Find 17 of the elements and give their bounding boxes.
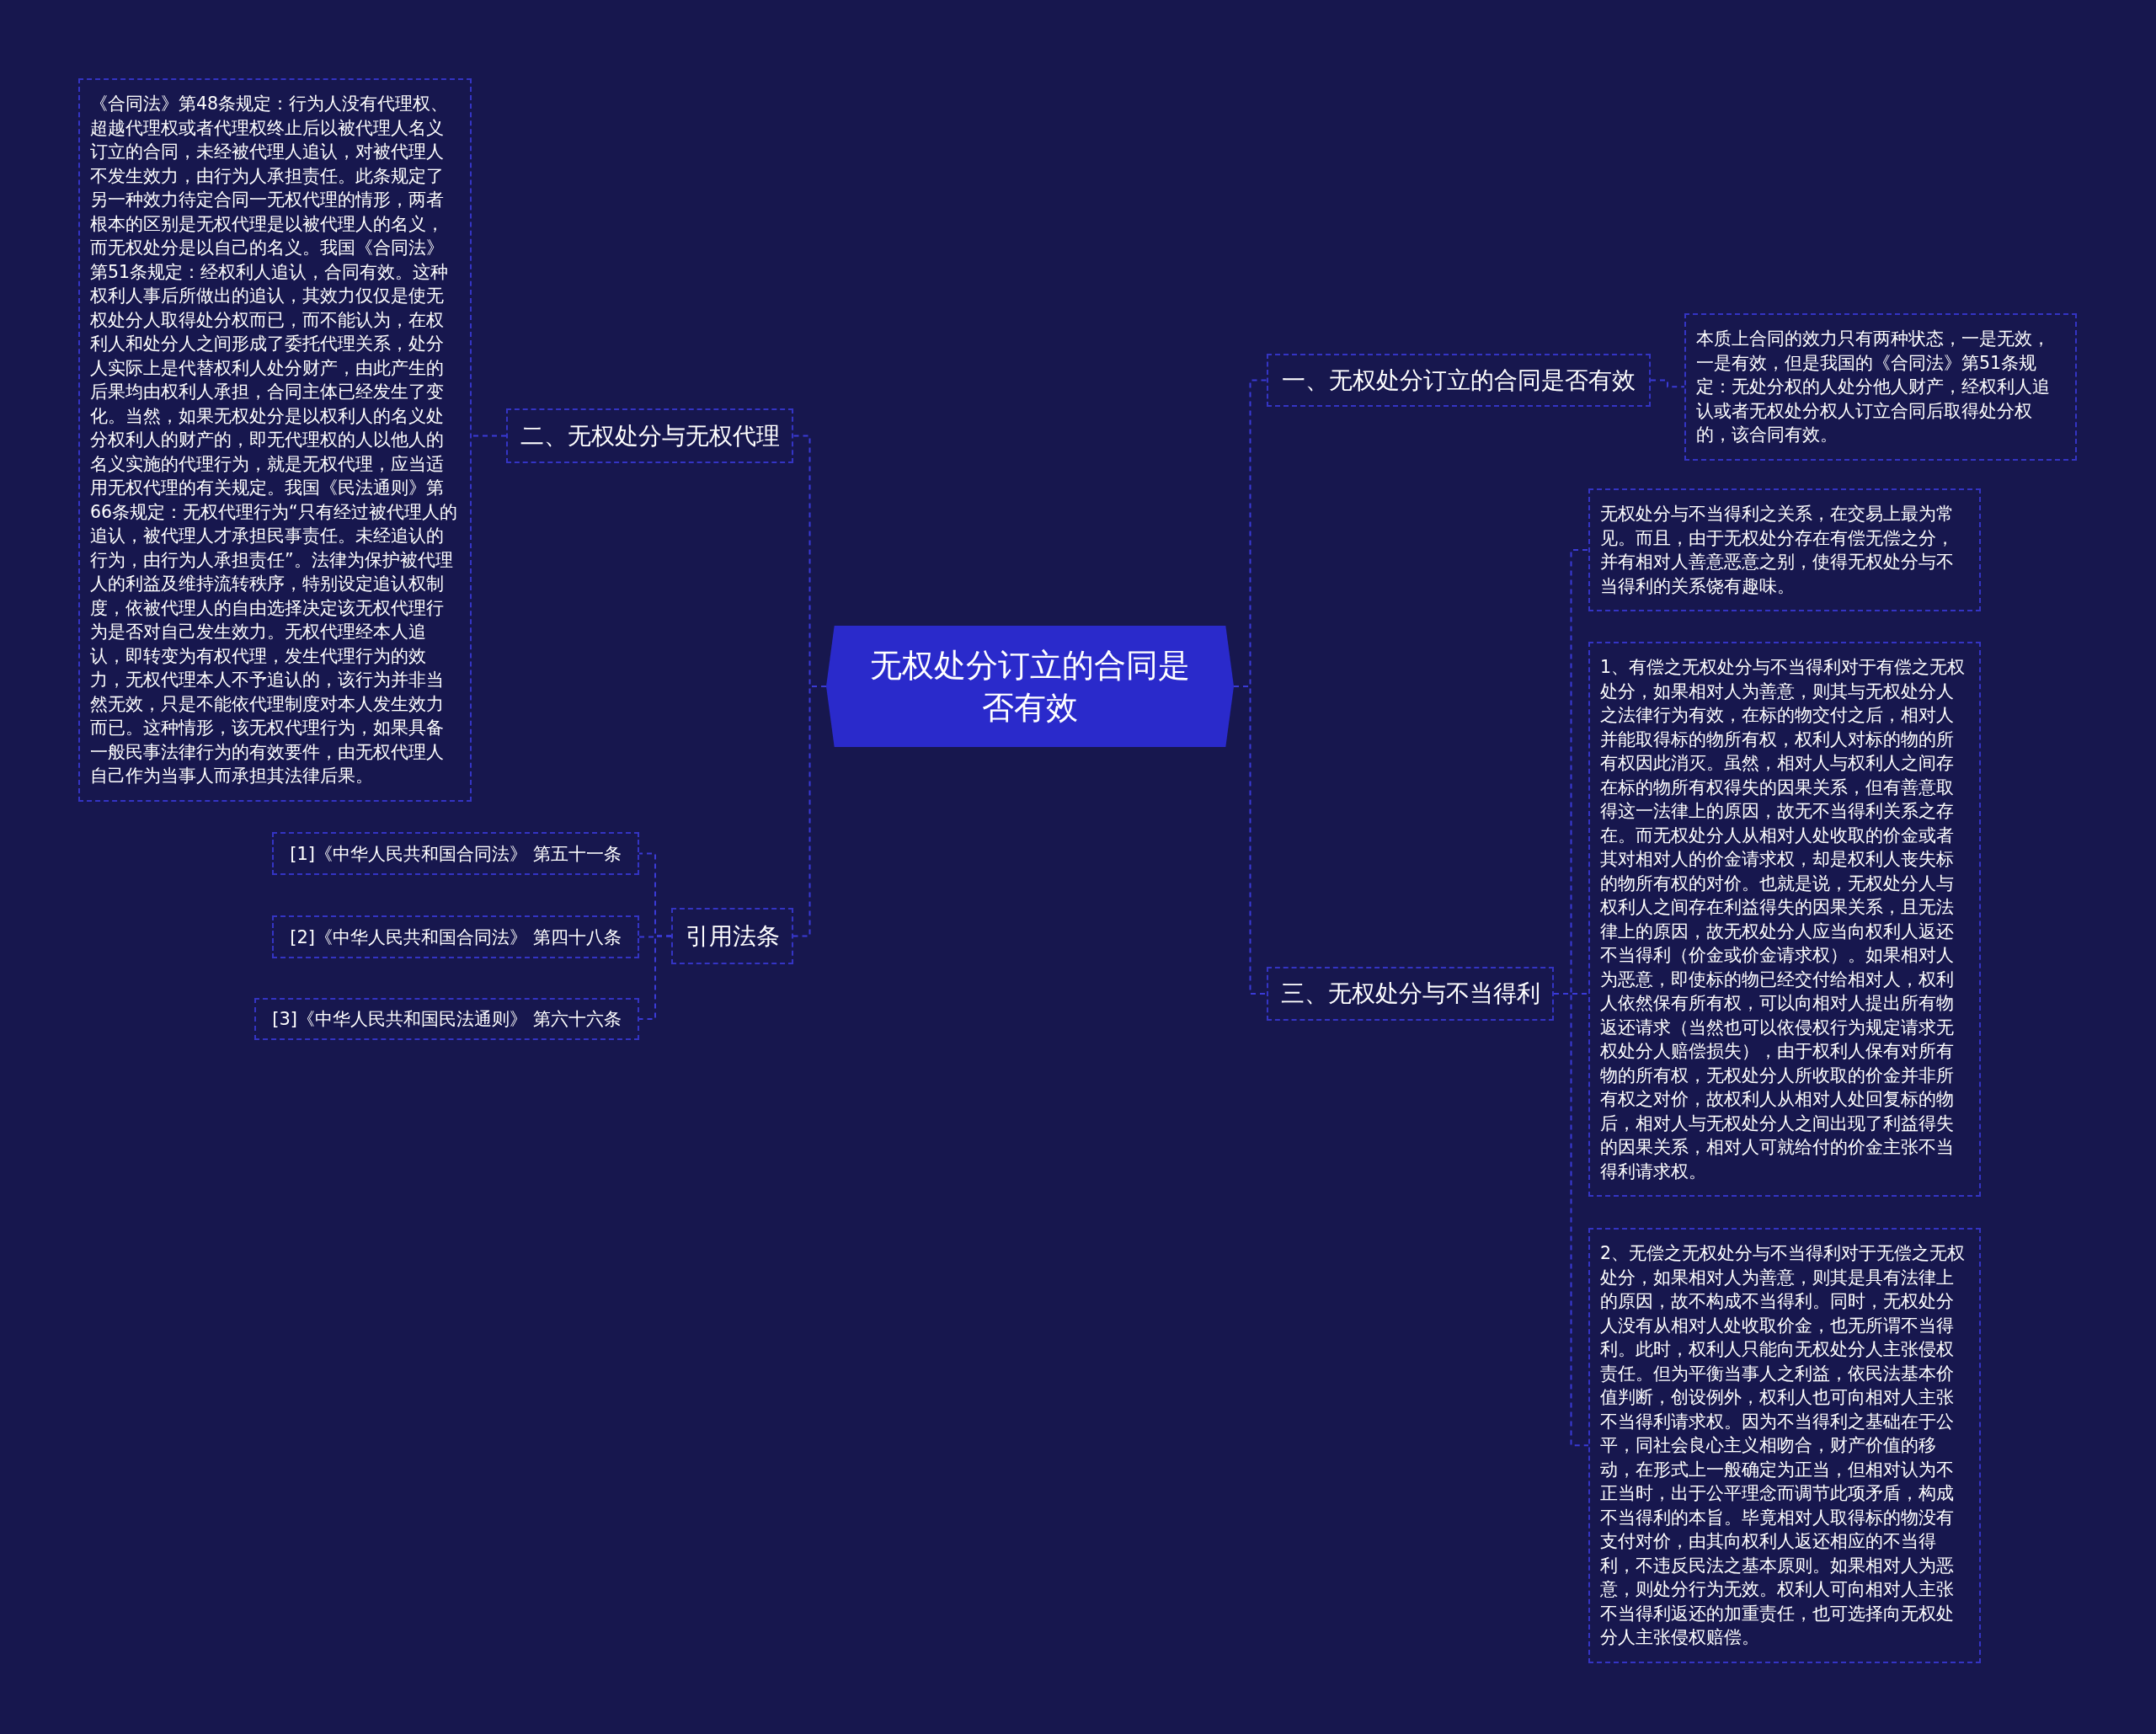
detail-text-box: 2、无偿之无权处分与不当得利对于无偿之无权处分，如果相对人为善意，则其是具有法律上的原因，故不构成不当得利。同时，无权处分人没有从相对人处收取价金，也无所谓不当得利。此时，权利人只能向无权处分人主张侵权责任。但为平衡当事人之利益，依民法基本价值判断，创设例外，权利人也可向相对人主张不当得利请求权。因为不当得利之基础在于公平，同社会良心主义相吻合，财产价值的移动，在形式上一般确定为正当，但相对认为不正当时，出于公平理念而调节此项矛盾，构成不当得利的本旨。毕竟相对人取得标的物没有支付对价，由其向权利人返还相应的不当得利，不违反民法之基本原则。如果相对人为恶意，则处分行为无效。权利人可向相对人主张不当得利返还的加重责任，也可选择向无权处分人主张侵权赔偿。: [1588, 1228, 1981, 1663]
connector-line: [638, 935, 672, 1020]
detail-text-box: 《合同法》第48条规定：行为人没有代理权、超越代理权或者代理权终止后以被代理人名义订立的合同，未经被代理人追认，对被代理人不发生效力，由行为人承担责任。此条规定了另一种效力待定合同一无权代理的情形，两者根本的区别是无权代理是以被代理人的名义，而无权处分是以自己的名义。我国《合同法》第51条规定：经权利人追认，合同有效。这种权利人事后所做出的追认，其效力仅仅是使无权处分人取得处分权而已，而不能认为，在权利人和处分人之间形成了委托代理关系，处分人实际上是代替权利人处分财产，由此产生的后果均由权利人承担，合同主体已经发生了变化。当然，如果无权处分是以权利人的名义处分权利人的财产的，即无代理权的人以他人的名义实施的代理行为，就是无权代理，应当适用无权代理的有关规定。我国《民法通则》第66条规定：无权代理行为“只有经过被代理人的追认，被代理人才承担民事责任。未经追认的行为，由行为人承担责任”。法律为保护被代理人的利益及维持流转秩序，特别设定追认权制度，依被代理人的自由选择决定该无权代理行为是否对自己发生效力。无权代理经本人追认，即转变为有权代理，发生代理行为的效力，无权代理本人不予追认的，该行为并非当然无效，只是不能依代理制度对本人发生效力而已。这种情形，该无权代理行为，如果具备一般民事法律行为的有效要件，由无权代理人自己作为当事人而承担其法律后果。: [78, 78, 472, 802]
branch-topic-box: 三、无权处分与不当得利: [1267, 967, 1554, 1021]
detail-text-box: 1、有偿之无权处分与不当得利对于有偿之无权处分，如果相对人为善意，则其与无权处分人之法律行为有效，在标的物交付之后，相对人并能取得标的物所有权，权利人对标的物的所有权因此消灭。虽然，相对人与权利人之间存在标的物所有权得失的因果关系，但有善意取得这一法律上的原因，故无不当得利关系之存在。而无权处分人从相对人处收取的价金或者其对相对人的价金请求权，却是权利人丧失标的物所有权的对价。也就是说，无权处分人与权利人之间存在利益得失的因果关系，且无法律上的原因，故无权处分人应当向权利人返还不当得利（价金或价金请求权）。如果相对人为恶意，即使标的物已经交付给相对人，权利人依然保有所有权，可以向相对人提出所有物返还请求（当然也可以依侵权行为规定请求无权处分人赔偿损失），由于权利人保有对所有物的所有权，无权处分人所收取的价金并非所有权之对价，故权利人从相对人处回复标的物后，相对人与无权处分人之间出现了利益得失的因果关系，相对人可就给付的价金主张不当得利请求权。: [1588, 642, 1981, 1197]
reference-box: [3]《中华人民共和国民法通则》 第六十六条: [254, 998, 639, 1040]
detail-text-box: 本质上合同的效力只有两种状态，一是无效，一是有效，但是我国的《合同法》第51条规定：无处分权的人处分他人财产，经权利人追认或者无权处分权人订立合同后取得处分权的，该合同有效。: [1684, 313, 2077, 461]
connector-line: [792, 686, 827, 937]
branch-topic-box: 引用法条: [671, 908, 793, 964]
connector-line: [471, 435, 507, 437]
detail-text-box: 无权处分与不当得利之关系，在交易上最为常见。而且，由于无权处分存在有偿无偿之分，并有相对人善意恶意之别，使得无权处分与不当得利的关系饶有趣味。: [1588, 488, 1981, 611]
connector-line: [1553, 993, 1589, 1447]
reference-box: [2]《中华人民共和国合同法》 第四十八条: [272, 915, 639, 958]
connector-line: [1650, 379, 1685, 388]
branch-topic-box: 二、无权处分与无权代理: [506, 408, 793, 463]
reference-box: [1]《中华人民共和国合同法》 第五十一条: [272, 832, 639, 875]
branch-topic-box: 一、无权处分订立的合同是否有效: [1267, 354, 1651, 407]
